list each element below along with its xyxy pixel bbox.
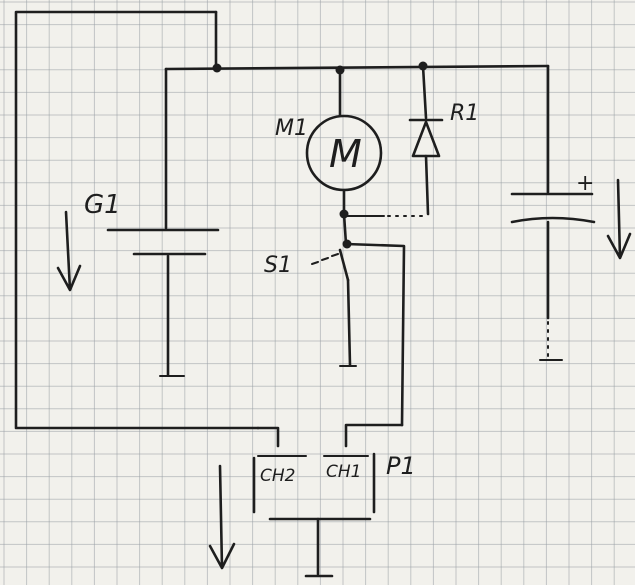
- label-motor-symbol: M: [329, 132, 362, 176]
- diode-bottom-wire: [424, 154, 430, 216]
- main-rail-wire: [164, 64, 550, 71]
- label-motor: M1: [275, 116, 308, 141]
- outer-loop-wire: [14, 10, 260, 430]
- label-capacitor-plus: +: [576, 171, 594, 196]
- node-diode-top: [418, 61, 428, 71]
- node-switch-top: [342, 239, 352, 249]
- switch-handle-dash: [311, 261, 319, 265]
- label-battery: G1: [84, 190, 121, 220]
- label-ch1: CH1: [326, 462, 361, 482]
- arrow-bottom: [208, 464, 236, 570]
- connector-ch1-wire: [344, 423, 404, 448]
- connector-ch2-wire: [256, 426, 280, 448]
- capacitor-lower-plate: [510, 216, 596, 224]
- switch-lower-wire: [346, 278, 352, 367]
- switch-handle-dash-2: [321, 257, 329, 261]
- diode-triangle: [411, 120, 441, 158]
- node-motor-bottom: [339, 209, 349, 219]
- diode-top-wire: [421, 64, 428, 120]
- node-top-rail: [212, 63, 222, 73]
- arrow-right: [606, 178, 632, 260]
- label-diode: R1: [450, 101, 479, 126]
- label-ch2: CH2: [260, 466, 295, 486]
- label-connector: P1: [386, 452, 416, 480]
- switch-handle-dash-3: [331, 253, 339, 257]
- arrow-left: [56, 210, 82, 292]
- switch-node-wire: [344, 242, 406, 427]
- label-switch: S1: [264, 253, 292, 278]
- motor-to-switch-wire: [342, 212, 348, 246]
- node-motor-top: [335, 65, 345, 75]
- switch-blade: [338, 248, 350, 282]
